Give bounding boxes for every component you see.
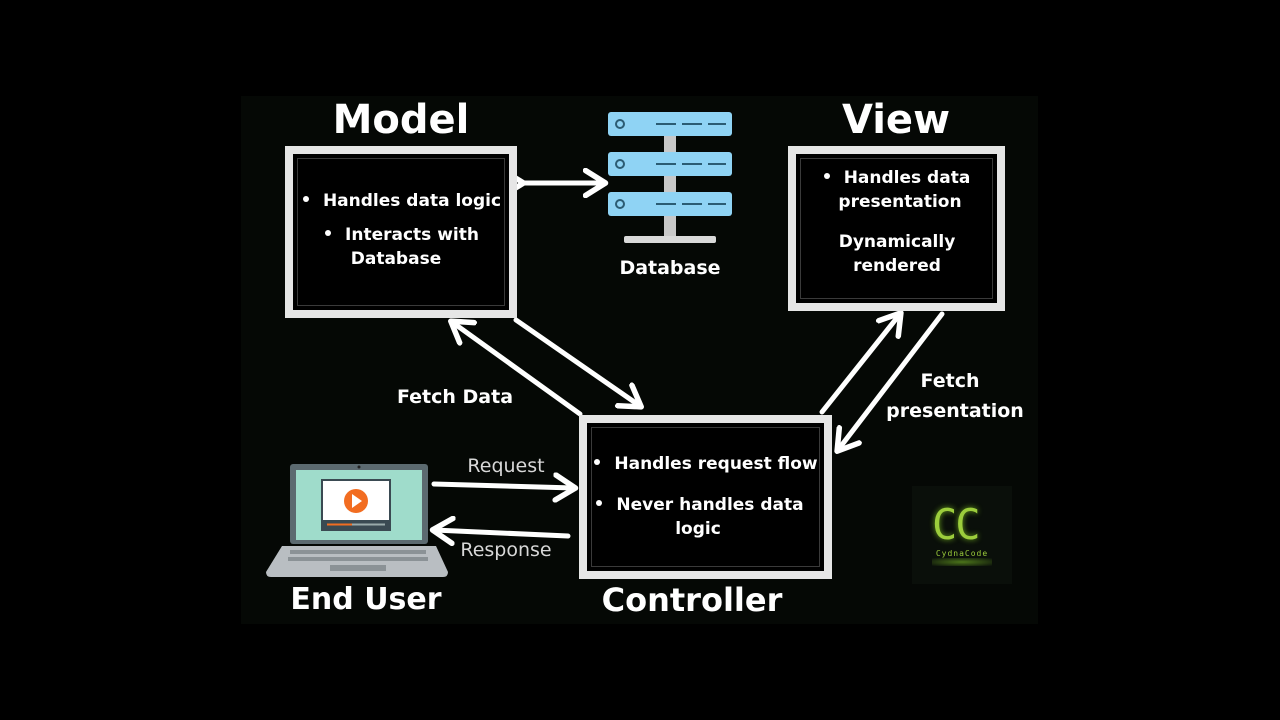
model-bullet-2-text: Interacts with <box>345 225 479 245</box>
controller-bullet-1: Handles request flow <box>590 452 822 476</box>
cydnacode-logo: CC CydnaCode <box>912 486 1012 584</box>
view-bullet-1-text: Handles data <box>843 168 971 188</box>
logo-mark: CC <box>932 500 981 549</box>
view-bullet-1-cont: presentation <box>838 192 962 212</box>
model-box <box>285 146 517 318</box>
bullet-dot <box>594 459 601 465</box>
view-text-2b: rendered <box>853 256 941 276</box>
model-bullet-2-cont: Database <box>350 249 442 269</box>
controller-to-model-arrow <box>452 322 583 417</box>
view-text-2a: Dynamically <box>838 232 956 252</box>
model-bullet-1: Handles data logic <box>296 189 508 213</box>
logo-glow <box>932 558 992 566</box>
view-box-inner <box>800 158 993 299</box>
model-box-inner <box>297 158 505 306</box>
fetch-presentation-label-2: presentation <box>886 400 1024 422</box>
controller-to-view-arrow <box>819 314 900 415</box>
model-to-controller-arrow <box>513 317 640 406</box>
request-arrow <box>431 484 574 488</box>
view-title: View <box>841 97 951 143</box>
database-icon <box>608 112 732 243</box>
controller-box <box>579 415 832 579</box>
model-bullet-1-text: Handles data logic <box>322 191 502 211</box>
end-user-label: End User <box>290 582 442 617</box>
response-label: Response <box>460 539 552 561</box>
fetch-presentation-label-1: Fetch <box>920 370 980 392</box>
database-label: Database <box>619 257 721 279</box>
logo-text: CydnaCode <box>935 549 989 558</box>
controller-title: Controller <box>601 581 783 619</box>
bullet-dot <box>325 230 332 236</box>
controller-bullet-2-cont: logic <box>675 519 721 539</box>
laptop-icon <box>266 464 448 577</box>
view-to-controller-arrow <box>838 311 945 450</box>
model-bullet-2: Interacts with <box>296 223 508 247</box>
fetch-data-label: Fetch Data <box>396 386 514 408</box>
request-label: Request <box>467 455 545 477</box>
controller-bullet-2-text: Never handles data <box>616 495 804 515</box>
controller-bullet-2: Never handles data <box>590 493 810 517</box>
response-arrow <box>434 530 571 536</box>
controller-box-inner <box>591 427 820 567</box>
bullet-dot <box>302 196 309 202</box>
bullet-dot <box>596 500 603 506</box>
model-title: Model <box>332 97 470 143</box>
view-bullet-1: Handles data <box>800 166 994 190</box>
controller-bullet-1-text: Handles request flow <box>614 454 818 474</box>
bullet-dot <box>823 173 830 179</box>
